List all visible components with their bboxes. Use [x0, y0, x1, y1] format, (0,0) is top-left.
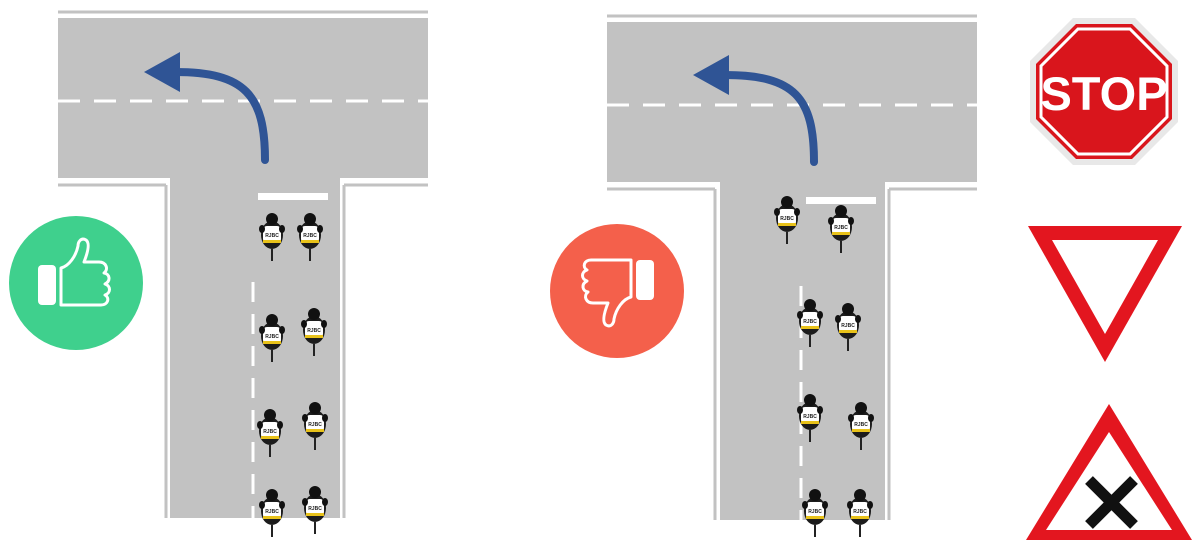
yield-sign: [1028, 226, 1182, 362]
jersey-label: RJBC: [308, 506, 322, 512]
jersey-label: RJBC: [841, 323, 855, 329]
cyclist: RJBC: [257, 409, 283, 457]
thumbs-up-icon: [38, 237, 111, 307]
jersey-label: RJBC: [854, 422, 868, 428]
cyclist: RJBC: [301, 308, 327, 356]
jersey-label: RJBC: [834, 225, 848, 231]
jersey-label: RJBC: [265, 509, 279, 515]
stop-line: [806, 197, 876, 204]
cyclist: RJBC: [802, 489, 828, 537]
x-icon: [1085, 476, 1138, 529]
cyclist: RJBC: [835, 303, 861, 351]
main-road: [58, 18, 428, 178]
cyclist: RJBC: [797, 299, 823, 347]
left-rider-group: RJBC RJBC RJBC RJBC RJBC RJBC RJBC RJBC: [257, 213, 328, 537]
left-turn-arrowhead: [144, 52, 180, 92]
thumbs-down-badge: [550, 224, 684, 358]
jersey-label: RJBC: [307, 328, 321, 334]
jersey-label: RJBC: [853, 509, 867, 515]
jersey-label: RJBC: [308, 422, 322, 428]
cyclist: RJBC: [828, 205, 854, 253]
jersey-label: RJBC: [803, 414, 817, 420]
thumbs-down-icon: [581, 258, 654, 328]
jersey-label: RJBC: [265, 334, 279, 340]
cyclist: RJBC: [302, 486, 328, 534]
right-intersection: [607, 14, 977, 520]
stop-sign: STOP: [1030, 18, 1178, 165]
main-road: [607, 22, 977, 182]
jersey-label: RJBC: [263, 429, 277, 435]
jersey-label: RJBC: [780, 216, 794, 222]
cyclist: RJBC: [848, 402, 874, 450]
cyclist: RJBC: [297, 213, 323, 261]
cyclist: RJBC: [302, 402, 328, 450]
cyclist: RJBC: [797, 394, 823, 442]
left-turn-arrow: [721, 71, 818, 166]
crossroads-warning-sign: [1026, 404, 1192, 540]
stop-sign-text: STOP: [1040, 67, 1167, 120]
cyclist: RJBC: [847, 489, 873, 537]
right-rider-group: RJBC RJBC RJBC RJBC RJBC RJBC RJBC RJBC: [774, 196, 874, 537]
left-turn-arrowhead: [693, 55, 729, 95]
thumbs-up-badge: [9, 216, 143, 350]
cyclist: RJBC: [774, 196, 800, 244]
cyclist: RJBC: [259, 314, 285, 362]
jersey-label: RJBC: [265, 233, 279, 239]
jersey-label: RJBC: [808, 509, 822, 515]
cyclist: RJBC: [259, 213, 285, 261]
jersey-label: RJBC: [803, 319, 817, 325]
stop-line: [258, 193, 328, 200]
jersey-label: RJBC: [303, 233, 317, 239]
left-turn-arrow: [171, 68, 269, 164]
cyclist: RJBC: [259, 489, 285, 537]
